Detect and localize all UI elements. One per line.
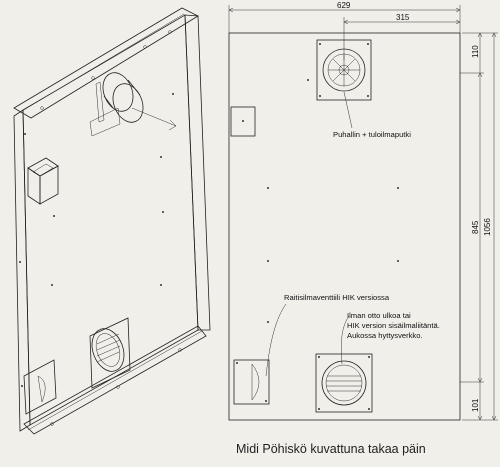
annotation-fan: Puhallin + tuloilmaputki <box>333 130 411 139</box>
vent-box <box>230 106 256 137</box>
dim-mid-height: 845 <box>471 220 480 234</box>
annotation-intake-line1: Ilman otto ulkoa tai <box>347 311 411 320</box>
dim-bottom-offset: 101 <box>471 398 480 412</box>
dim-top-offset: 110 <box>471 45 480 58</box>
dim-total-width: 629 <box>337 1 351 10</box>
iso-vent-box <box>27 157 59 205</box>
annotation-intake-line2: HIK version sisäilmaliitäntä. <box>347 321 440 330</box>
iso-fan-pipe <box>89 72 177 137</box>
caption: Midi Pöhiskö kuvattuna takaa päin <box>236 442 426 456</box>
fresh-air-vent-icon <box>233 359 270 405</box>
front-view: 629 315 1056 845 110 101 <box>228 1 498 421</box>
fan-icon <box>316 39 372 101</box>
annotation-vent: Raitisilmaventtiili HIK versiossa <box>284 293 390 302</box>
iso-bottom-vent <box>23 359 57 415</box>
dim-fan-offset: 315 <box>396 13 410 22</box>
annotation-intake-line3: Aukossa hyttysverkko. <box>347 331 423 340</box>
isometric-view <box>13 7 211 435</box>
dim-total-height: 1056 <box>483 218 492 236</box>
air-intake-icon <box>315 353 373 413</box>
iso-intake <box>89 317 131 389</box>
